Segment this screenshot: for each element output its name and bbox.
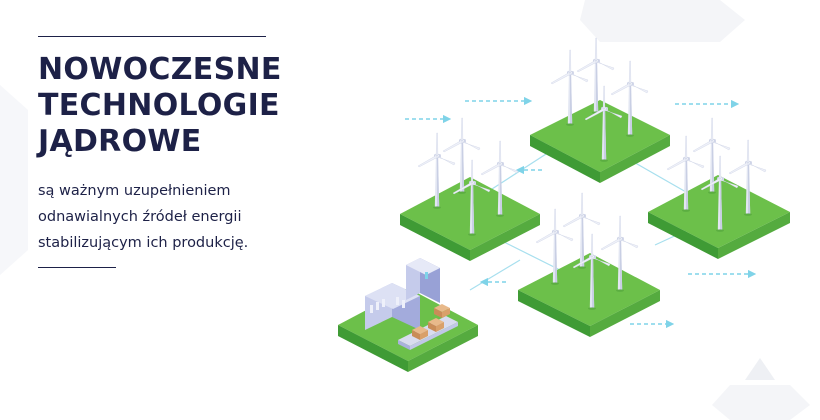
subtext: są ważnym uzupełnieniem odnawialnych źró… bbox=[38, 178, 298, 256]
bg-triangle bbox=[745, 358, 775, 380]
bottom-divider bbox=[38, 267, 116, 268]
bg-hexagon-bottom bbox=[712, 385, 810, 420]
nuclear-plant-icon bbox=[365, 258, 458, 350]
wind-farm-tile-right bbox=[648, 117, 790, 259]
headline-line-3: JĄDROWE bbox=[38, 124, 202, 159]
wind-farm-tile-left bbox=[400, 117, 540, 261]
bg-hexagon-left bbox=[0, 85, 28, 275]
wind-turbine-icon bbox=[576, 37, 615, 115]
nuclear-plant-tile bbox=[338, 258, 478, 372]
subtext-line-3: stabilizującym ich produkcję. bbox=[38, 235, 249, 251]
headline-line-2: TECHNOLOGIE bbox=[38, 88, 280, 123]
headline-line-1: NOWOCZESNE bbox=[38, 52, 282, 87]
subtext-line-1: są ważnym uzupełnieniem bbox=[38, 183, 231, 199]
wind-farm-tile-bottom bbox=[518, 192, 660, 337]
headline: NOWOCZESNE TECHNOLOGIE JĄDROWE bbox=[38, 52, 338, 160]
wind-farm-tile-top bbox=[530, 37, 670, 183]
top-divider bbox=[38, 36, 266, 37]
subtext-line-2: odnawialnych źródeł energii bbox=[38, 209, 242, 225]
dashed-arrows bbox=[405, 96, 757, 329]
bg-hexagon-top bbox=[580, 0, 745, 42]
